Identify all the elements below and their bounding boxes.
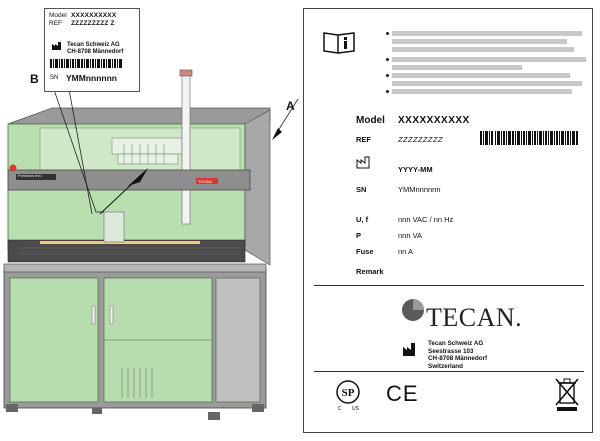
callout-a-leader (275, 98, 299, 135)
placeholder-line (392, 73, 570, 78)
small-model-value: XXXXXXXXXX (71, 12, 117, 19)
placeholder-line (392, 57, 586, 62)
csa-c-text: C (338, 406, 342, 412)
worktable-rail (40, 241, 200, 244)
csa-mark-icon: SP C US (336, 380, 360, 412)
barcode-icon (480, 131, 578, 145)
worktable-grid (20, 247, 240, 255)
small-company-line2: CH-8708 Männedorf (67, 49, 124, 55)
bullet (386, 58, 389, 61)
date-value: YYYY-MM (398, 165, 433, 174)
instrument-illustration: Freedom evo TECAN (3, 69, 299, 420)
callout-a-arrowhead (272, 128, 282, 140)
sn-key: SN (356, 185, 367, 194)
arm-badge (196, 178, 218, 184)
callout-arrow-inner-line (99, 179, 137, 215)
top-frame (7, 107, 271, 125)
type-plate-label: Model XXXXXXXXXX REF ZZZZZZZZZ YYYY-MM S… (303, 8, 593, 433)
small-label: Model XXXXXXXXXX REF ZZZZZZZZZ Z Tecan Sch… (44, 8, 140, 92)
cabinet-top (3, 263, 267, 273)
ref-value: ZZZZZZZZZ (398, 135, 443, 144)
small-model-key: Model (49, 12, 67, 19)
manufacture-date-icon (356, 156, 370, 169)
csa-us-text: US (352, 406, 360, 412)
panel-text-right: TECAN (198, 179, 212, 184)
manual-info-icon (323, 32, 355, 54)
bullet (386, 32, 389, 35)
small-sn-value: YMMnnnnnn (66, 73, 117, 83)
address-line: Switzerland (428, 362, 463, 370)
small-ref-key: REF (49, 20, 62, 27)
small-ref-value: ZZZZZZZZZ Z (71, 20, 115, 27)
address-line: Seestrasse 103 (428, 347, 474, 355)
tecan-logo-mark-icon (402, 299, 424, 321)
feet (6, 404, 264, 420)
placeholder-line (392, 31, 582, 36)
callout-b: B (30, 72, 39, 86)
cabinet-door-right (215, 277, 261, 403)
ref-key: REF (356, 135, 371, 144)
door-handle-left (91, 305, 96, 325)
callout-a: A (286, 99, 295, 113)
address-line: CH-8708 Männedorf (428, 355, 488, 362)
divider-top (314, 285, 584, 286)
csa-mark-text: SP (342, 387, 355, 399)
callout-arrow-inner (128, 168, 148, 186)
manufacturer-icon (52, 42, 61, 50)
p-key: P (356, 231, 362, 240)
placeholder-line (392, 39, 567, 44)
manufacturer-address: Tecan Schweiz AG Seestrasse 103 CH-8708 … (428, 340, 487, 370)
callout-b-leader-2 (67, 83, 93, 215)
placeholder-line (392, 47, 574, 52)
address-line: Tecan Schweiz AG (428, 340, 484, 347)
divider-bottom (314, 371, 584, 372)
model-key: Model (356, 115, 385, 126)
door-handle-right (109, 305, 114, 325)
uf-key: U, f (356, 215, 369, 224)
small-sn-key: SN (50, 75, 59, 81)
weee-crossed-bin-icon (555, 378, 579, 411)
model-value: XXXXXXXXXX (398, 115, 470, 126)
vent-grille (121, 368, 153, 398)
power-indicator (9, 164, 17, 172)
remark-key: Remark (356, 267, 384, 276)
manufacturer-icon (403, 343, 415, 356)
arm-label-plate (16, 174, 56, 180)
bullet (386, 90, 389, 93)
panel-text-left: Freedom evo (18, 173, 42, 178)
placeholder-line (392, 89, 572, 94)
side-panel (244, 109, 271, 266)
callout-b-leader (51, 83, 104, 213)
small-barcode-icon (50, 59, 122, 68)
sn-value: YMMnnnnnn (398, 185, 441, 194)
z-tower (181, 73, 191, 225)
p-value: nnn VA (398, 231, 423, 240)
ce-mark: CE (386, 381, 419, 406)
pipetting-head (103, 211, 125, 243)
uf-value: nnn VAC / nn Hz (398, 215, 454, 224)
tecan-logo-text: TECAN. (426, 303, 523, 332)
x-arm (7, 169, 251, 191)
bullet (386, 74, 389, 77)
small-company-line1: Tecan Schweiz AG (67, 42, 120, 48)
placeholder-line (392, 65, 522, 70)
fuse-key: Fuse (356, 247, 374, 256)
cabinet-door-left (9, 277, 99, 403)
fuse-value: nn A (398, 247, 414, 256)
worktable (7, 239, 246, 263)
tip-racks (111, 137, 183, 165)
placeholder-line (392, 81, 582, 86)
tower-cap (179, 69, 193, 77)
